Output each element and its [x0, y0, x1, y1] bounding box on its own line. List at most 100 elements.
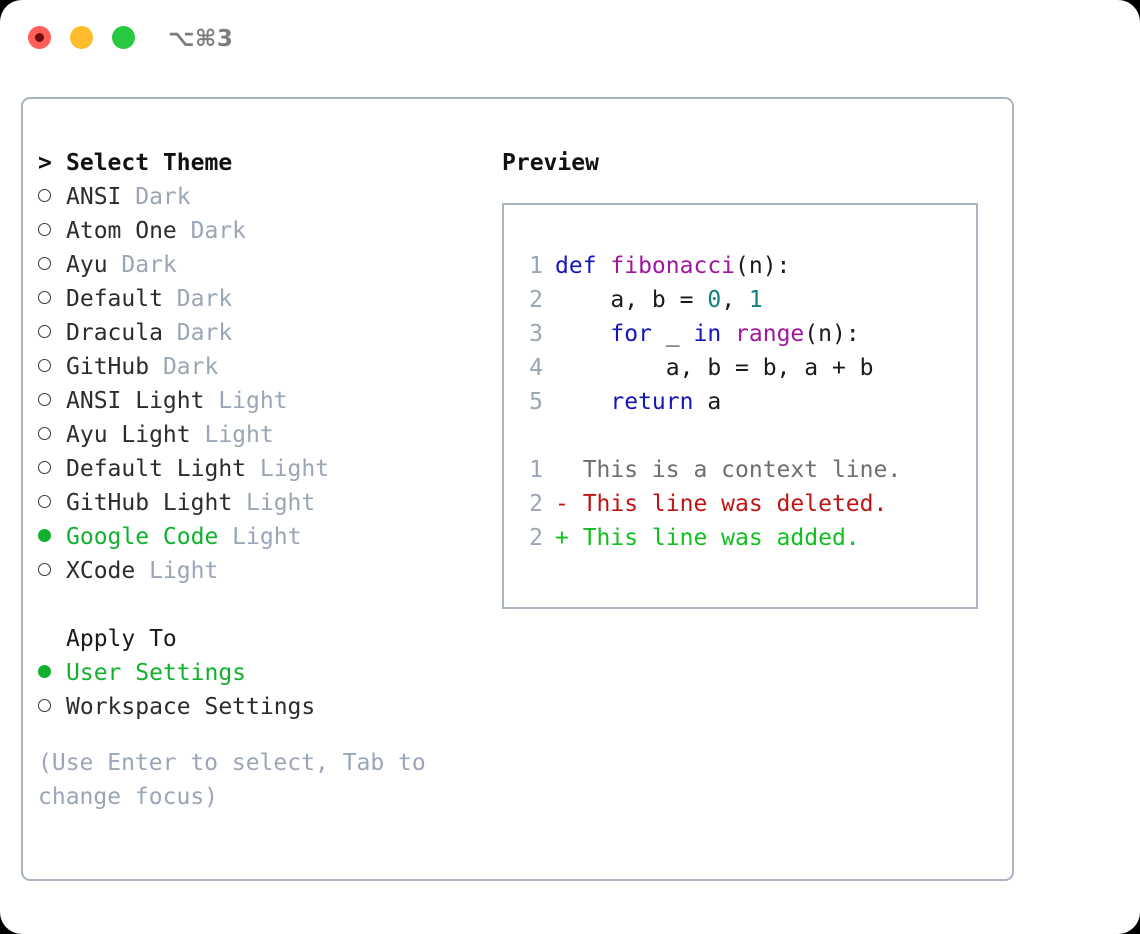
radio-empty-icon[interactable] [38, 180, 66, 214]
line-number: 5 [529, 389, 543, 415]
radio-empty-icon[interactable] [38, 690, 66, 724]
theme-name: XCode [66, 558, 136, 584]
theme-list-item[interactable]: GitHub Light Light [38, 486, 478, 520]
code-token: a, b = [555, 287, 708, 313]
code-token: (n): [735, 253, 791, 279]
theme-name: ANSI [66, 184, 122, 210]
radio-empty-icon[interactable] [38, 214, 66, 248]
radio-dot [38, 495, 51, 508]
keyboard-hint: (Use Enter to select, Tab to change focu… [38, 750, 440, 810]
theme-list-item[interactable]: Google Code Light [38, 520, 478, 554]
code-token: (n): [804, 321, 860, 347]
radio-empty-icon[interactable] [38, 554, 66, 588]
radio-empty-icon[interactable] [38, 248, 66, 282]
radio-dot [38, 461, 51, 474]
code-token: return [610, 389, 694, 415]
radio-dot [38, 189, 51, 202]
radio-dot [38, 665, 51, 678]
code-line: 2 a, b = 0, 1 [518, 283, 968, 317]
radio-dot [38, 359, 51, 372]
code-token: _ [651, 321, 694, 347]
apply-to-option[interactable]: Workspace Settings [38, 690, 478, 724]
radio-dot [38, 223, 51, 236]
line-number: 2 [529, 287, 543, 313]
theme-variant: Light [135, 558, 219, 584]
line-number: 4 [529, 355, 543, 381]
diff-line: 1 This is a context line. [518, 453, 968, 487]
radio-dot [38, 291, 51, 304]
diff-line: 2- This line was deleted. [518, 487, 968, 521]
traffic-light-controls [28, 26, 135, 49]
minimize-icon[interactable] [70, 26, 93, 49]
list-spacer [38, 588, 478, 622]
code-token: in [693, 321, 722, 347]
radio-empty-icon[interactable] [38, 316, 66, 350]
theme-list-item[interactable]: Atom One Dark [38, 214, 478, 248]
code-blank-line [518, 419, 968, 453]
radio-dot [38, 427, 51, 440]
radio-empty-icon[interactable] [38, 384, 66, 418]
theme-list-item[interactable]: GitHub Dark [38, 350, 478, 384]
radio-dot [38, 257, 51, 270]
code-token: a, b = b, a + b [555, 355, 874, 381]
theme-list-item[interactable]: XCode Light [38, 554, 478, 588]
code-token: fibonacci [610, 253, 736, 279]
theme-variant: Dark [107, 252, 177, 278]
theme-name: GitHub Light [66, 490, 233, 516]
theme-list-item[interactable]: ANSI Dark [38, 180, 478, 214]
code-line: 3 for _ in range(n): [518, 317, 968, 351]
radio-selected-icon[interactable] [38, 520, 66, 554]
line-number: 1 [529, 253, 543, 279]
theme-picker-header: > Select Theme [38, 146, 478, 180]
page-title: Select Theme [66, 150, 233, 176]
code-token [555, 389, 610, 415]
theme-list-item[interactable]: Default Light Light [38, 452, 478, 486]
apply-to-option[interactable]: User Settings [38, 656, 478, 690]
radio-dot [38, 325, 51, 338]
theme-name: Default Light [66, 456, 247, 482]
maximize-icon[interactable] [112, 26, 135, 49]
theme-list-item[interactable]: ANSI Light Light [38, 384, 478, 418]
radio-empty-icon[interactable] [38, 350, 66, 384]
radio-dot [38, 699, 51, 712]
line-number: 1 [529, 457, 543, 483]
theme-variant: Dark [121, 184, 191, 210]
radio-empty-icon[interactable] [38, 418, 66, 452]
theme-list-item[interactable]: Dracula Dark [38, 316, 478, 350]
theme-variant: Light [232, 490, 316, 516]
diff-line: 2+ This line was added. [518, 521, 968, 555]
theme-name: Google Code [66, 524, 219, 550]
radio-selected-icon[interactable] [38, 656, 66, 690]
radio-empty-icon[interactable] [38, 486, 66, 520]
title-bar: ⌥⌘3 [0, 0, 1140, 78]
theme-variant: Light [246, 456, 330, 482]
theme-list-item[interactable]: Default Dark [38, 282, 478, 316]
theme-list-item[interactable]: Ayu Dark [38, 248, 478, 282]
radio-empty-icon[interactable] [38, 282, 66, 316]
code-token [555, 321, 610, 347]
radio-empty-icon[interactable] [38, 452, 66, 486]
window-title: ⌥⌘3 [168, 26, 234, 52]
close-icon[interactable] [28, 26, 51, 49]
diff-block: 1 This is a context line.2- This line wa… [518, 453, 968, 555]
diff-text: This is a context line. [555, 457, 902, 483]
theme-variant: Light [190, 422, 274, 448]
theme-variant: Light [204, 388, 288, 414]
line-number: 2 [529, 491, 543, 517]
theme-name: Default [66, 286, 163, 312]
theme-name: ANSI Light [66, 388, 205, 414]
apply-to-label: User Settings [66, 660, 247, 686]
theme-list-item[interactable]: Ayu Light Light [38, 418, 478, 452]
prompt-marker-icon: > [38, 150, 52, 176]
theme-name: Ayu Light [66, 422, 191, 448]
theme-variant: Dark [162, 320, 233, 346]
code-line: 5 return a [518, 385, 968, 419]
apply-to-label: Workspace Settings [66, 694, 316, 720]
theme-name: Ayu [66, 252, 108, 278]
